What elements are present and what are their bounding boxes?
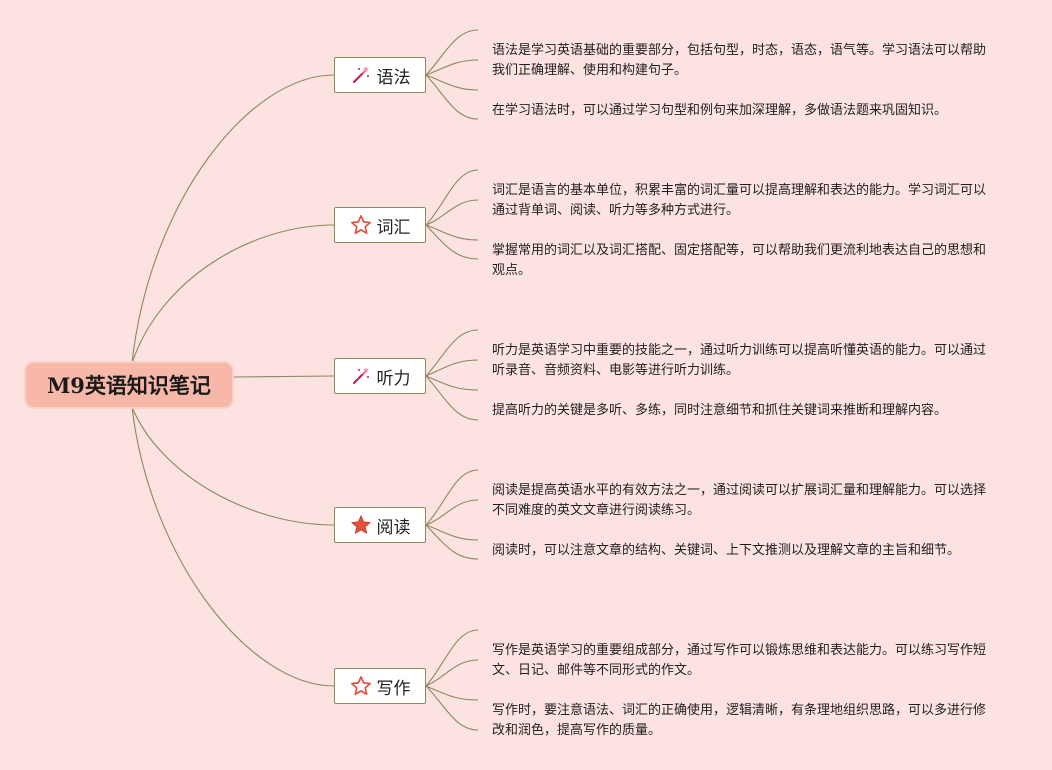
magic-wand-icon	[350, 64, 372, 86]
connector-vocabulary-note-1	[425, 199, 479, 226]
connector-grammar-note-1	[425, 59, 479, 76]
root-topic[interactable]: M9英语知识笔记	[26, 363, 232, 407]
connector-vocabulary-note-2	[425, 224, 479, 241]
connector-root-writing	[131, 406, 335, 687]
branch-reading-label: 阅读	[376, 517, 411, 538]
connector-root-listening	[231, 375, 335, 378]
branch-vocabulary-label: 词汇	[376, 217, 411, 238]
connector-writing-note-2	[425, 685, 479, 731]
branch-listening[interactable]: 听力	[334, 358, 426, 394]
branch-writing-label: 写作	[376, 678, 411, 699]
branch-writing[interactable]: 写作	[334, 668, 426, 704]
branch-vocabulary[interactable]: 词汇	[334, 207, 426, 243]
connector-grammar-note-1	[425, 29, 479, 76]
connector-grammar-note-2	[425, 74, 479, 120]
connector-listening-note-1	[425, 359, 479, 377]
writing-note-2: 写作时，要注意语法、词汇的正确使用，逻辑清晰，有条理地组织思路，可以多进行修改和…	[492, 703, 987, 738]
magic-wand-icon	[350, 365, 372, 387]
connector-reading-note-1	[425, 499, 479, 526]
star-outline-icon	[350, 675, 372, 697]
connector-writing-note-1	[425, 629, 479, 687]
reading-note-1: 阅读是提高英语水平的有效方法之一，通过阅读可以扩展词汇量和理解能力。可以选择不同…	[492, 483, 987, 518]
reading-note-2: 阅读时，可以注意文章的结构、关键词、上下文推测以及理解文章的主旨和细节。	[492, 543, 961, 558]
connector-root-grammar	[131, 74, 335, 364]
grammar-note-1: 语法是学习英语基础的重要部分，包括句型，时态，语态，语气等。学习语法可以帮助我们…	[492, 43, 987, 78]
connector-reading-note-2	[425, 524, 479, 541]
connector-vocabulary-note-2	[425, 224, 479, 260]
vocabulary-note-1: 词汇是语言的基本单位，积累丰富的词汇量可以提高理解和表达的能力。学习词汇可以通过…	[492, 183, 987, 218]
listening-note-2: 提高听力的关键是多听、多练，同时注意细节和抓住关键词来推断和理解内容。	[492, 403, 948, 418]
connector-reading-note-2	[425, 524, 479, 560]
connector-vocabulary-note-1	[425, 169, 479, 226]
connector-reading-note-1	[425, 469, 479, 526]
branch-listening-label: 听力	[376, 368, 411, 389]
branch-grammar[interactable]: 语法	[334, 57, 426, 93]
root-title: M9英语知识笔记	[47, 373, 211, 398]
writing-note-1: 写作是英语学习的重要组成部分，通过写作可以锻炼思维和表达能力。可以练习写作短文、…	[492, 643, 987, 678]
branch-reading[interactable]: 阅读	[334, 507, 426, 543]
connector-grammar-note-1	[425, 74, 479, 91]
connector-listening-note-1	[425, 329, 479, 377]
vocabulary-note-2: 掌握常用的词汇以及词汇搭配、固定搭配等，可以帮助我们更流利地表达自己的思想和观点…	[492, 243, 987, 278]
connector-writing-note-2	[425, 685, 479, 701]
connector-listening-note-2	[425, 375, 479, 391]
grammar-note-2: 在学习语法时，可以通过学习句型和例句来加深理解，多做语法题来巩固知识。	[492, 103, 948, 118]
star-outline-icon	[350, 214, 372, 236]
listening-note-1: 听力是英语学习中重要的技能之一，通过听力训练可以提高听懂英语的能力。可以通过听录…	[492, 343, 987, 378]
connector-root-vocabulary	[131, 224, 335, 364]
connector-writing-note-1	[425, 659, 479, 687]
star-filled-icon	[350, 514, 372, 536]
branch-grammar-label: 语法	[376, 67, 411, 88]
connector-listening-note-2	[425, 375, 479, 421]
connector-root-reading	[131, 406, 335, 526]
